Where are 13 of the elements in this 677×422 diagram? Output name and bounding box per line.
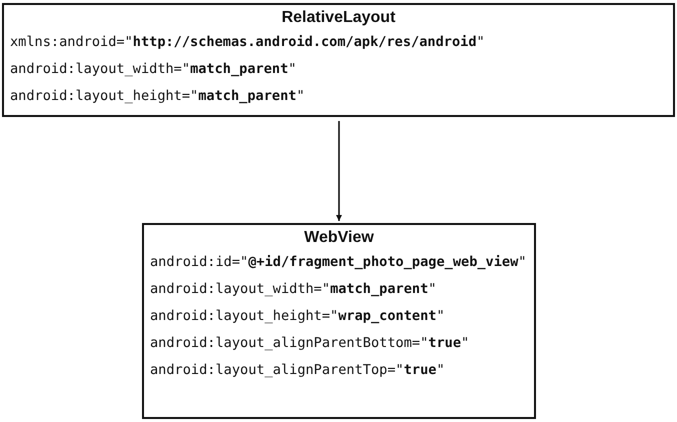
class-name: WebView [304,228,374,248]
class-box [142,223,536,419]
attribute-line: android:layout_height="match_parent" [10,87,305,106]
attribute-line: android:layout_alignParentTop="true" [150,361,445,380]
attribute-line: android:layout_width="match_parent" [10,60,296,79]
attribute-line: android:layout_height="wrap_content" [150,307,445,326]
arrow [336,121,342,221]
attribute-line: xmlns:android="http://schemas.android.com/apk/res/android" [10,33,485,52]
attribute-line: android:layout_width="match_parent" [150,280,436,299]
attribute-line: android:id="@+id/fragment_photo_page_web_view" [150,253,526,272]
class-box [2,3,675,117]
attribute-line: android:layout_alignParentBottom="true" [150,334,470,353]
class-name: RelativeLayout [282,8,396,28]
